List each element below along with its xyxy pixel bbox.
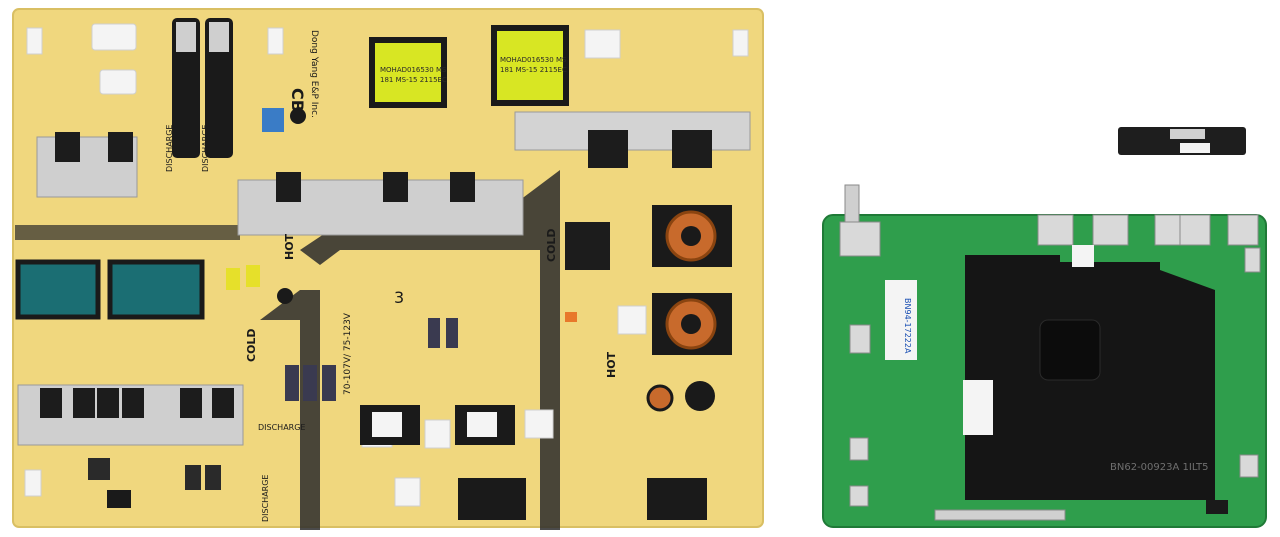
transformer-left-line2: 181 MS-15 2115EC bbox=[380, 76, 447, 84]
power-supply-board: MOHAD016530 MS 181 MS-15 2115EC MOHAD016… bbox=[12, 8, 764, 530]
cold-label-1: COLD bbox=[545, 228, 558, 262]
cold-label-2: COLD bbox=[245, 328, 258, 362]
discharge-label-1: DISCHARGE bbox=[165, 125, 174, 172]
board-number-label: 3 bbox=[394, 288, 404, 307]
transformer-right-line2: 181 MS-15 2115EC bbox=[500, 66, 567, 74]
transformer-right-line1: MOHAD016530 MS bbox=[500, 56, 567, 64]
voltage-label: 70-107V/ 75-123V bbox=[343, 312, 353, 395]
hot-label-2: HOT bbox=[605, 351, 618, 378]
main-board-bottom-label: BN62-00923A 1ILT5 bbox=[1110, 462, 1208, 473]
manufacturer-label: Dong Yang E&P Inc. bbox=[309, 30, 319, 118]
small-board bbox=[1118, 127, 1246, 155]
discharge-label-2: DISCHARGE bbox=[201, 125, 210, 172]
main-board: BN94-17222A BN62-00923A 1ILT5 bbox=[822, 184, 1267, 528]
discharge-label-3: DISCHARGE bbox=[258, 423, 305, 432]
cb-mark: CB bbox=[288, 88, 307, 112]
discharge-label-4: DISCHARGE bbox=[261, 475, 270, 522]
main-board-part-number: BN94-17222A bbox=[903, 298, 912, 354]
hot-label-1: HOT bbox=[283, 233, 296, 260]
transformer-left-line1: MOHAD016530 MS bbox=[380, 66, 447, 74]
